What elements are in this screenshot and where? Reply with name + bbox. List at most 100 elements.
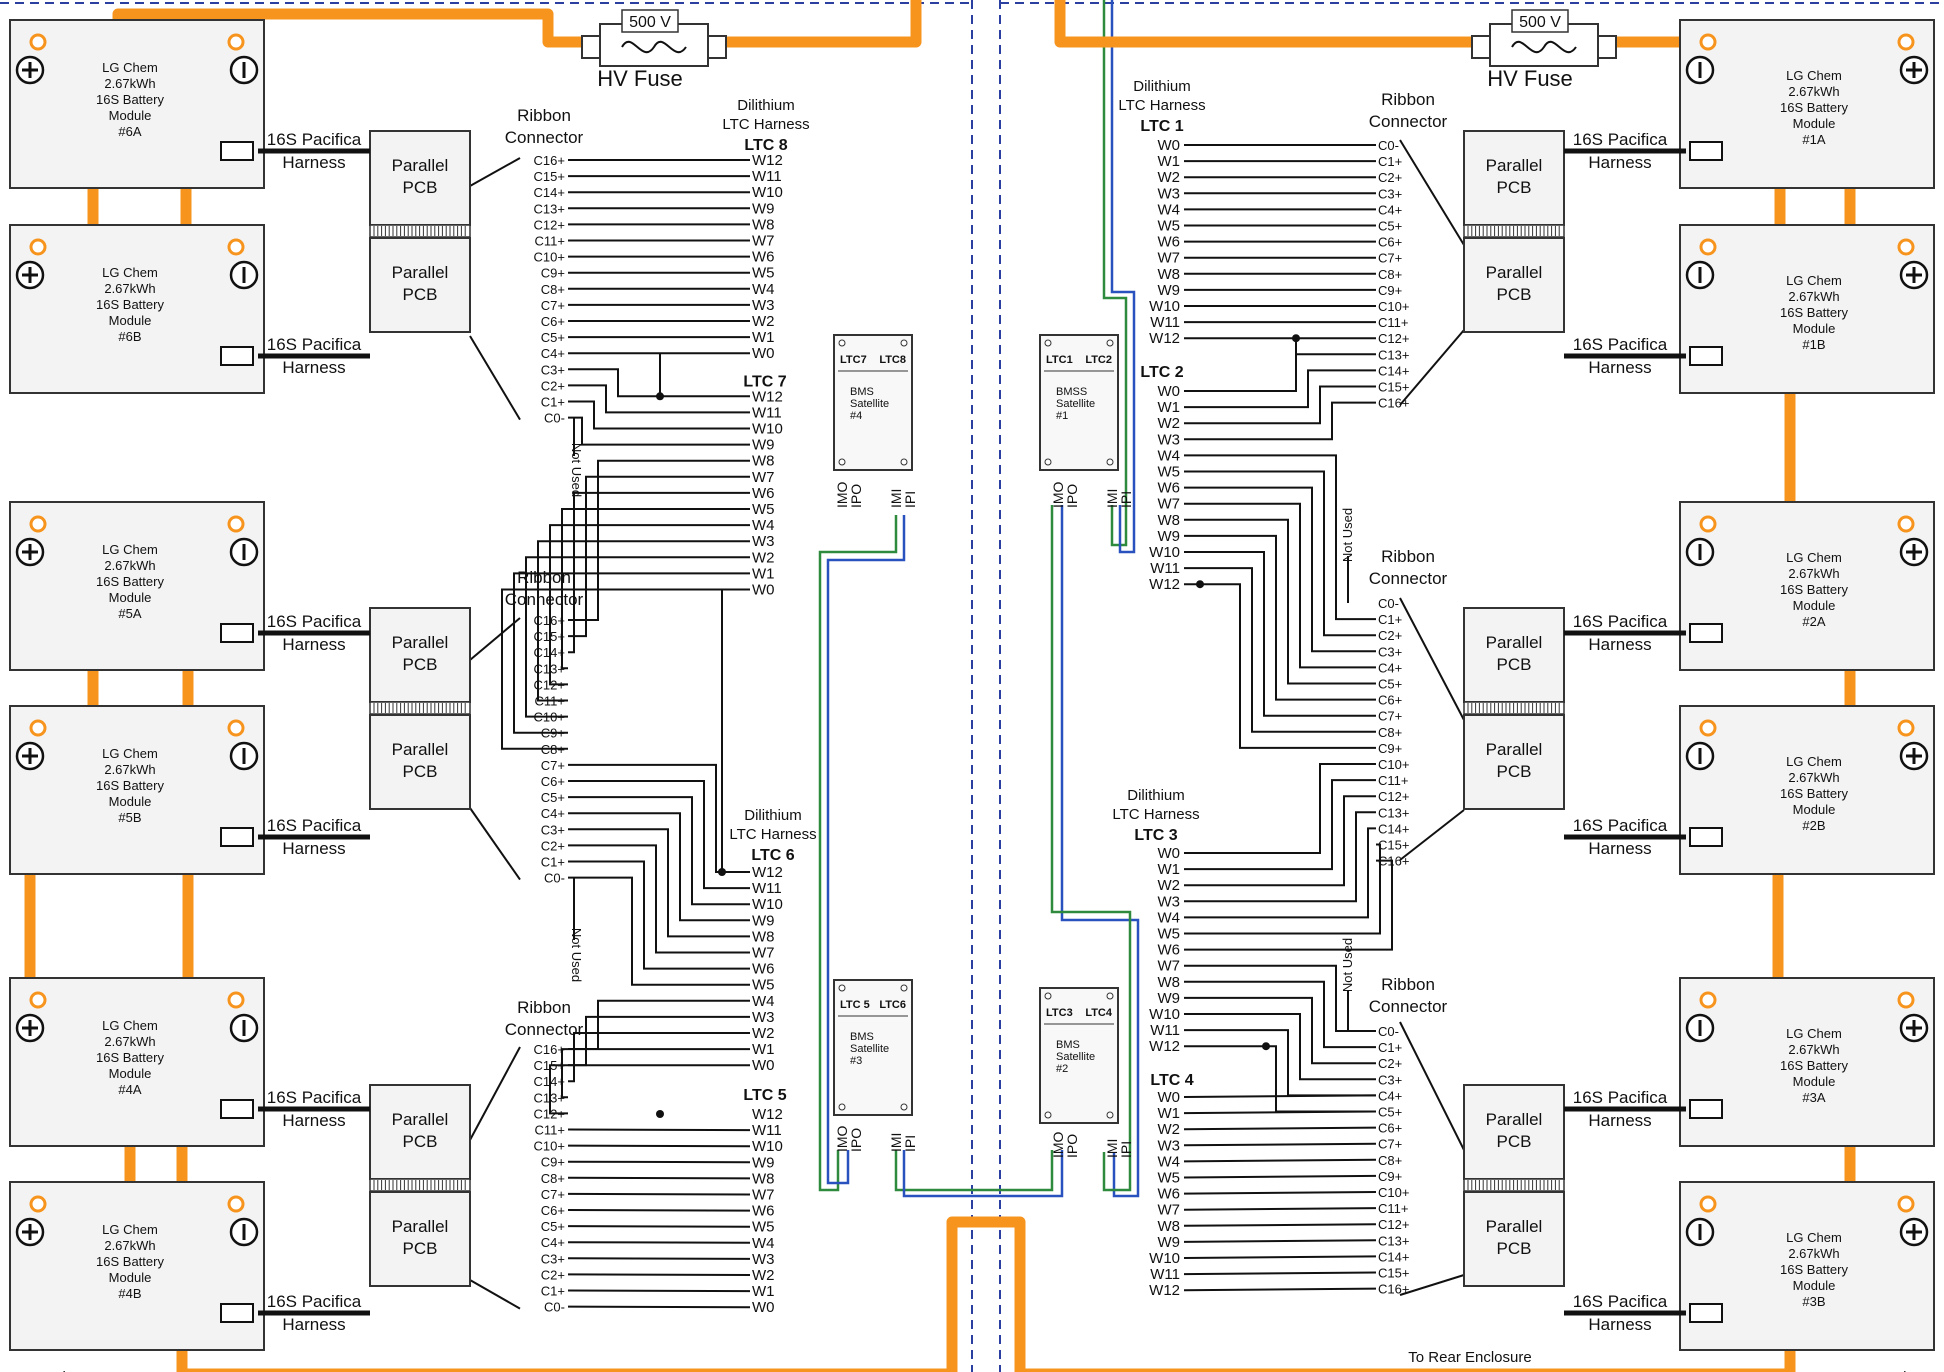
module-label: 16S Battery — [96, 574, 164, 589]
w-pin-label: W3 — [1158, 431, 1181, 448]
c-pin-label: C8+ — [1378, 725, 1402, 740]
harness-label: 16S Pacifica — [267, 130, 362, 149]
c-pin-label: C6+ — [541, 314, 565, 329]
module-label: LG Chem — [1786, 1026, 1842, 1041]
fuse-rating: 500 V — [1519, 14, 1561, 31]
w-pin-label: W8 — [752, 453, 775, 470]
c-pin-label: C2+ — [541, 838, 565, 853]
module-label: Module — [109, 590, 152, 605]
c-pin-label: C5+ — [1378, 219, 1402, 234]
w-pin-label: W11 — [1150, 1266, 1180, 1283]
pcb-label: Parallel — [392, 1110, 449, 1129]
pcb-label: Parallel — [1486, 263, 1543, 282]
module-label: 16S Battery — [1780, 305, 1848, 320]
ltc2-lower-wire — [1184, 583, 1376, 749]
ltc2-lower-wire — [1184, 454, 1376, 621]
satellite-number: #1 — [1056, 410, 1068, 422]
pcb-label: Parallel — [392, 740, 449, 759]
w-pin-label: W6 — [1158, 480, 1181, 497]
w-pin-label: W8 — [752, 1170, 775, 1187]
c-pin-label: C4+ — [541, 346, 565, 361]
module-number: #4B — [118, 1286, 141, 1301]
ribbon-fan-line — [469, 335, 521, 421]
ribbon-connector-label: Connector — [505, 1020, 584, 1039]
port-label: IPO — [1064, 1134, 1080, 1158]
bolt-icon — [227, 991, 245, 1009]
w-pin-label: W8 — [752, 928, 775, 945]
satellite-number: #4 — [850, 410, 862, 422]
blue-comm-cable — [1110, 0, 1136, 554]
parallel-pcb-box — [1463, 714, 1565, 810]
w-pin-label: W10 — [1149, 544, 1180, 561]
ltc4-wire — [1183, 1255, 1377, 1259]
ltc3-lower-wire — [1184, 964, 1376, 1032]
c-pin-label: C1+ — [541, 855, 565, 870]
pcb-label: PCB — [403, 762, 438, 781]
module-number: #6B — [118, 329, 141, 344]
ltc7-wire — [568, 384, 750, 414]
harness-label: 16S Pacifica — [267, 1088, 362, 1107]
w-pin-label: W5 — [752, 265, 775, 282]
ltc4-wire — [1183, 1110, 1377, 1115]
positive-terminal-icon — [1899, 1217, 1929, 1247]
c-pin-label: C12+ — [534, 677, 565, 692]
c-pin-label: C10+ — [534, 1139, 565, 1154]
ltc3-lower-wire — [1184, 996, 1376, 1065]
module-label: 2.67kWh — [104, 76, 155, 91]
mount-hole-icon — [1044, 992, 1052, 1000]
w-pin-label: W12 — [1149, 1038, 1180, 1055]
c-pin-label: C7+ — [541, 298, 565, 313]
parallel-pcb-box — [369, 607, 471, 703]
bolt-icon — [1699, 238, 1717, 256]
c-pin-label: C3+ — [1378, 186, 1402, 201]
mount-hole-icon — [838, 339, 846, 347]
c-pin-label: C14+ — [1378, 821, 1409, 836]
c-pin-label: C12+ — [534, 217, 565, 232]
ribbon-fan-line — [469, 1279, 521, 1310]
harness-label: Harness — [282, 1111, 345, 1130]
negative-terminal-icon — [229, 537, 259, 567]
w-pin-label: W2 — [1158, 169, 1181, 186]
module-number: #2A — [1802, 614, 1825, 629]
harness-socket — [1689, 1303, 1723, 1323]
positive-terminal-icon — [1899, 537, 1929, 567]
c-pin-label: C15+ — [1378, 1266, 1409, 1281]
satellite-ltc-label: LTC6 — [879, 999, 906, 1011]
w-pin-label: W7 — [1158, 958, 1181, 975]
ltc-label: LTC 4 — [1150, 1072, 1193, 1089]
c-pin-label: C4+ — [1378, 202, 1402, 217]
module-label: Module — [1793, 802, 1836, 817]
module-label: Module — [1793, 1074, 1836, 1089]
module-label: 2.67kWh — [104, 762, 155, 777]
positive-terminal-icon — [15, 260, 45, 290]
c-pin-label: C13+ — [534, 1090, 565, 1105]
mount-hole-icon — [900, 1103, 908, 1111]
module-label: 2.67kWh — [1788, 84, 1839, 99]
c-pin-label: C4+ — [541, 806, 565, 821]
c-pin-label: C7+ — [541, 758, 565, 773]
c-pin-label: C2+ — [541, 1267, 565, 1282]
hv-fuse-cap — [1471, 35, 1491, 59]
w-pin-label: W4 — [1158, 909, 1181, 926]
w-pin-label: W1 — [1158, 399, 1181, 416]
module-label: 2.67kWh — [1788, 1246, 1839, 1261]
not-used-label: Not Used — [569, 928, 584, 982]
ltc5-wire — [567, 1305, 751, 1309]
w-pin-label: W11 — [752, 880, 782, 897]
w-pin-label: W12 — [752, 152, 783, 169]
w-pin-label: W3 — [752, 1251, 775, 1268]
ltc4-wire — [1183, 1287, 1377, 1292]
w-pin-label: W0 — [752, 582, 775, 599]
ltc7-lower-wire — [501, 588, 750, 750]
pcb-label: PCB — [1497, 655, 1532, 674]
module-number: #6A — [118, 124, 141, 139]
mount-hole-icon — [1106, 339, 1114, 347]
bms-satellite-box — [833, 334, 913, 471]
harness-socket — [220, 827, 254, 847]
ltc4-wire — [1183, 1239, 1377, 1243]
c-pin-label: C15+ — [534, 1058, 565, 1073]
